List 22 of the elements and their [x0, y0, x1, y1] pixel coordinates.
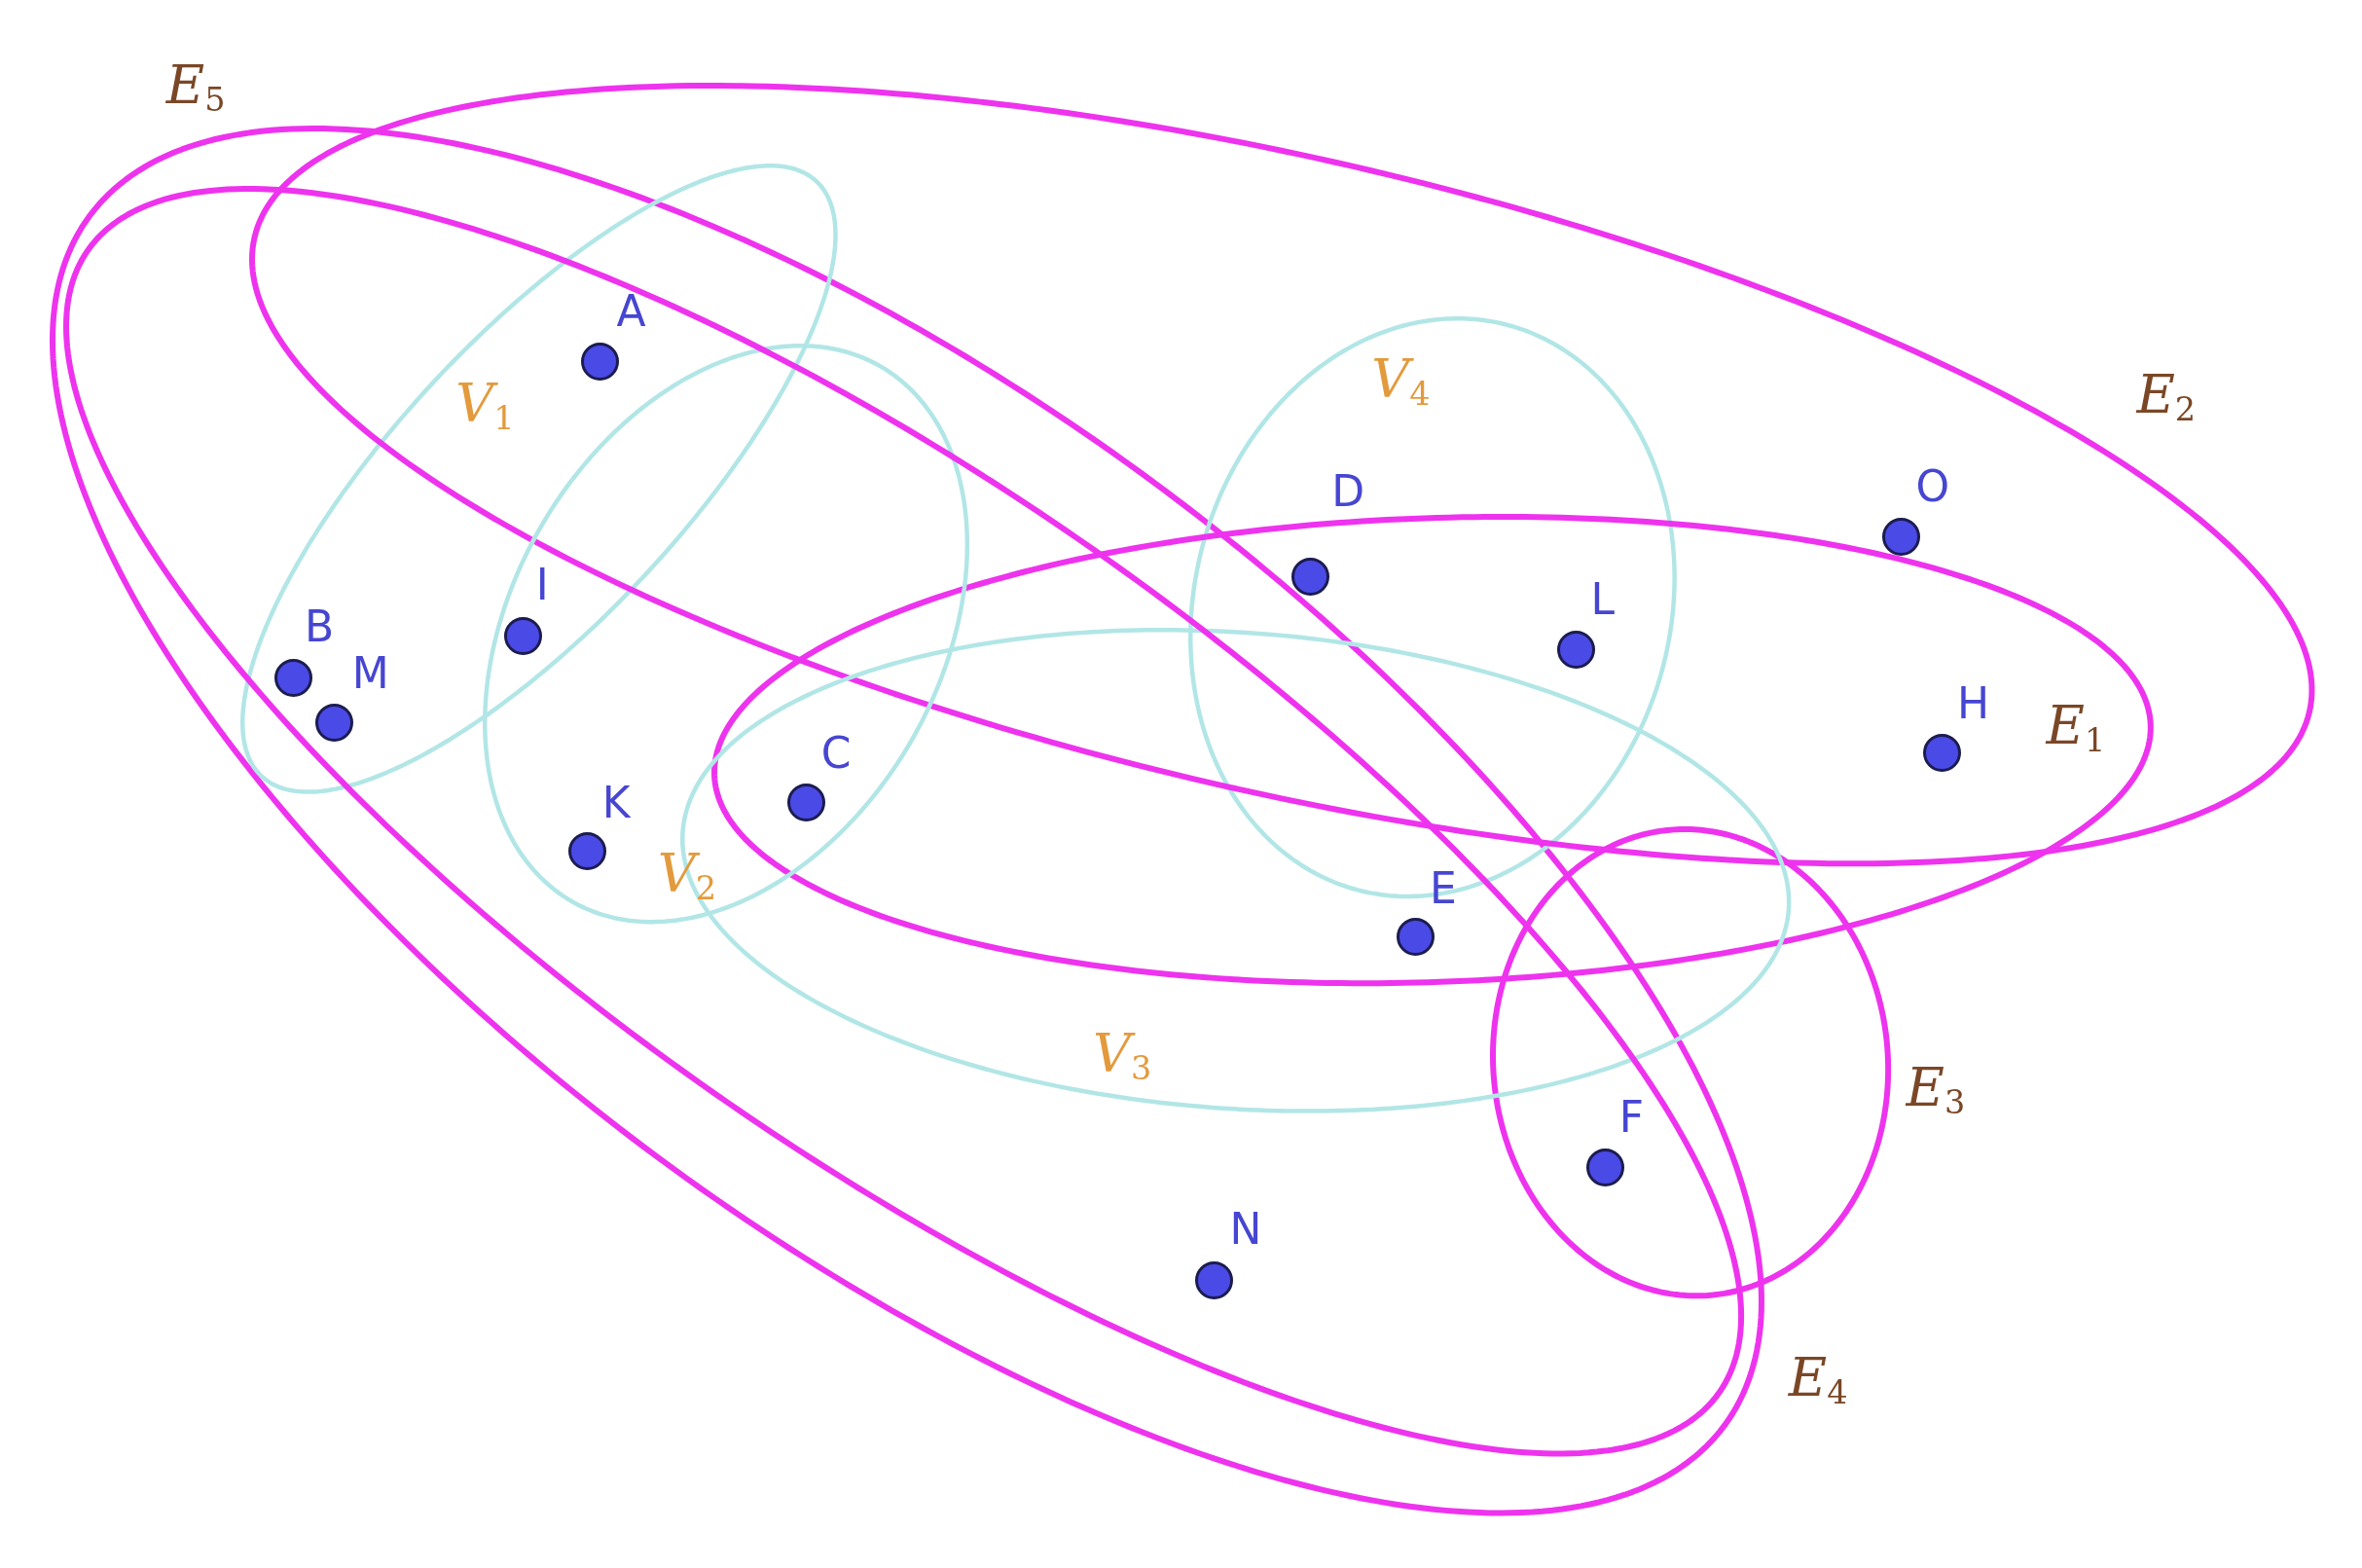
point-label: C: [820, 731, 852, 775]
set-label: V$_{3}$: [1093, 1028, 1152, 1081]
point-label: E: [1429, 867, 1457, 911]
point-label: M: [351, 651, 389, 695]
point-label: D: [1331, 469, 1365, 513]
set-label: V$_{4}$: [1371, 353, 1431, 407]
set-label: E$_{5}$: [165, 59, 226, 113]
set-label: V$_{1}$: [455, 377, 515, 430]
point-label: K: [601, 782, 631, 824]
set-label: E$_{4}$: [1788, 1352, 1848, 1405]
set-label: E$_{1}$: [2046, 700, 2106, 753]
point-label: L: [1590, 578, 1616, 622]
point-label: I: [535, 563, 549, 606]
point-label: N: [1229, 1208, 1262, 1251]
point-label: A: [616, 290, 646, 334]
point-label: H: [1957, 681, 1990, 725]
point-label: F: [1618, 1096, 1644, 1140]
set-label: E$_{2}$: [2136, 368, 2197, 421]
set-label: E$_{3}$: [1906, 1061, 1966, 1114]
point-label: O: [1915, 464, 1950, 508]
set-label: V$_{2}$: [657, 847, 716, 900]
point-label: B: [305, 604, 335, 648]
